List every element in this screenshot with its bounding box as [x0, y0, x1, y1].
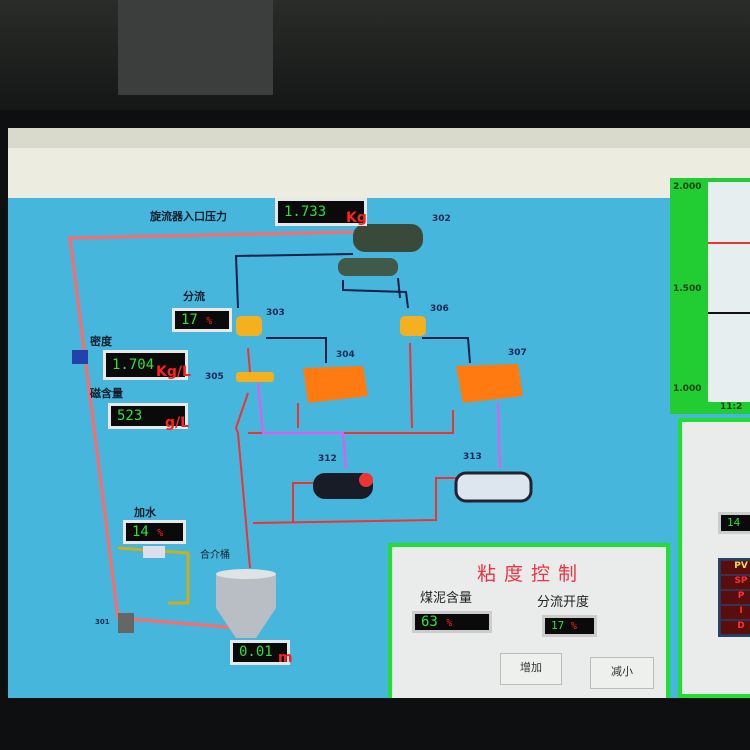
equipment-label: 302	[432, 214, 451, 224]
split-opening-value: 17	[551, 619, 565, 632]
slime-content-label: 煤泥含量	[420, 591, 473, 606]
menu-bar[interactable]	[8, 128, 750, 148]
hmi-screen: 旋流器入口压力 1.733 Kg 分流 17 % 密度 1.704 Kg/L 磁…	[8, 128, 750, 698]
pid-row-sp[interactable]: SP	[720, 575, 750, 590]
pipe-diagram	[68, 224, 533, 638]
pid-row-d[interactable]: D	[720, 620, 750, 635]
density-value: 1.704	[112, 357, 155, 373]
pipe-feed	[68, 230, 354, 240]
split-opening-unit: %	[570, 621, 577, 632]
flow-lines-dark	[234, 253, 471, 364]
density-label: 密度	[90, 335, 112, 348]
screen-icon	[303, 364, 523, 403]
y-tick: 2.000	[673, 182, 702, 192]
magnetic-display: 523	[108, 403, 188, 429]
equipment-label: 301	[95, 618, 110, 626]
magnetic-value: 523	[117, 408, 143, 424]
water-unit: %	[157, 528, 164, 539]
pid-value-display: 14	[718, 512, 750, 534]
background-paper	[118, 0, 273, 95]
equipment-label: 305	[205, 372, 224, 382]
background-wall	[0, 0, 750, 110]
cyclone-pressure-display: 1.733	[275, 198, 367, 226]
magnetic-separator-icon	[313, 471, 533, 503]
slime-content-display: 63 %	[412, 611, 492, 633]
decrease-button[interactable]: 减小	[590, 657, 654, 689]
pid-row-i[interactable]: I	[720, 605, 750, 620]
equipment-label: 312	[318, 454, 337, 464]
tank-level-unit: m	[278, 650, 293, 666]
trend-line-black	[708, 312, 750, 314]
density-unit: Kg/L	[156, 364, 191, 380]
split-display: 17 %	[172, 308, 232, 332]
splitter-icon	[236, 316, 426, 382]
equipment-label: 306	[430, 304, 449, 314]
flow-lines-magenta	[257, 382, 501, 469]
pid-list: PV SP P I D	[718, 558, 750, 637]
pipe-return	[68, 237, 239, 630]
tank-level-display: 0.01	[230, 640, 290, 665]
trend-chart: 2.000 1.500 1.000 11:2	[670, 178, 750, 414]
equipment-label: 304	[336, 350, 355, 360]
water-display: 14 %	[123, 520, 186, 544]
split-opening-label: 分流开度	[537, 595, 590, 610]
equipment-label: 313	[463, 452, 482, 462]
equipment-label: 303	[266, 308, 285, 318]
trend-plot-area	[708, 182, 750, 402]
split-unit: %	[206, 316, 213, 327]
increase-button[interactable]: 增加	[500, 653, 562, 685]
y-tick: 1.000	[673, 384, 702, 394]
tank-level-value: 0.01	[239, 644, 273, 660]
magnetic-unit: g/L	[165, 415, 190, 431]
valve-icon	[72, 350, 165, 633]
header-area	[8, 148, 750, 198]
pid-panel: 14 PV SP P I D	[678, 418, 750, 698]
cyclone-pressure-label: 旋流器入口压力	[150, 210, 227, 223]
slime-content-value: 63	[421, 614, 438, 630]
cyclone-pressure-value: 1.733	[284, 204, 327, 220]
cyclone-pressure-unit: Kg	[346, 210, 367, 226]
split-value: 17	[181, 312, 198, 328]
y-tick: 1.500	[673, 284, 702, 294]
slime-content-unit: %	[446, 618, 453, 629]
equipment-label: 307	[508, 348, 527, 358]
water-value: 14	[132, 524, 149, 540]
split-label: 分流	[183, 290, 205, 303]
pid-row-pv[interactable]: PV	[720, 560, 750, 575]
pid-row-p[interactable]: P	[720, 590, 750, 605]
magnetic-label: 磁含量	[90, 387, 123, 400]
viscosity-control-panel: 粘度控制 煤泥含量 63 % 分流开度 17 % 增加 减小	[388, 543, 670, 698]
trend-line-red	[708, 242, 750, 244]
water-label: 加水	[134, 506, 156, 519]
tank-label: 合介桶	[200, 550, 230, 561]
split-opening-display: 17 %	[542, 615, 597, 637]
x-tick: 11:2	[720, 402, 743, 412]
tank-icon	[216, 569, 276, 638]
viscosity-title: 粘度控制	[477, 563, 586, 585]
density-display: 1.704	[103, 350, 188, 380]
cyclone-icon	[338, 224, 423, 276]
